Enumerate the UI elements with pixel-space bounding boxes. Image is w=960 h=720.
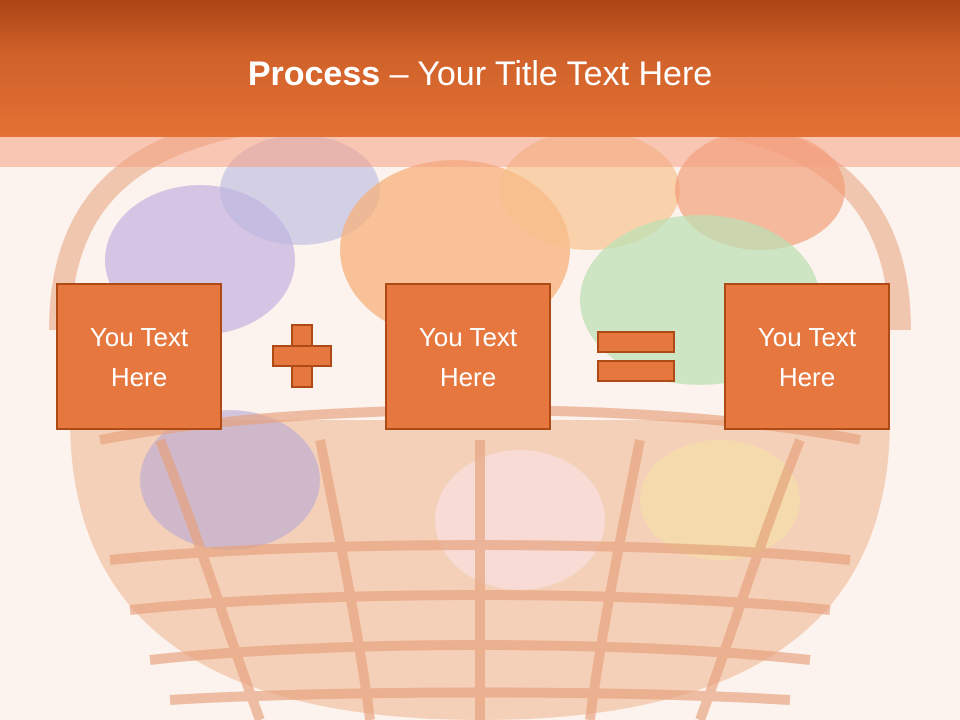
title-bar-accent-strip	[0, 137, 960, 167]
title-rest: – Your Title Text Here	[380, 55, 713, 93]
process-box-1[interactable]: You Text Here	[56, 283, 222, 430]
equals-icon	[597, 331, 675, 353]
title-bold: Process	[247, 55, 381, 93]
process-box-2[interactable]: You Text Here	[385, 283, 551, 430]
slide-title: Process – Your Title Text Here	[0, 52, 960, 96]
plus-icon-center	[293, 347, 311, 365]
equals-icon-bar	[597, 360, 675, 382]
title-bar	[0, 0, 960, 137]
process-box-3[interactable]: You Text Here	[724, 283, 890, 430]
